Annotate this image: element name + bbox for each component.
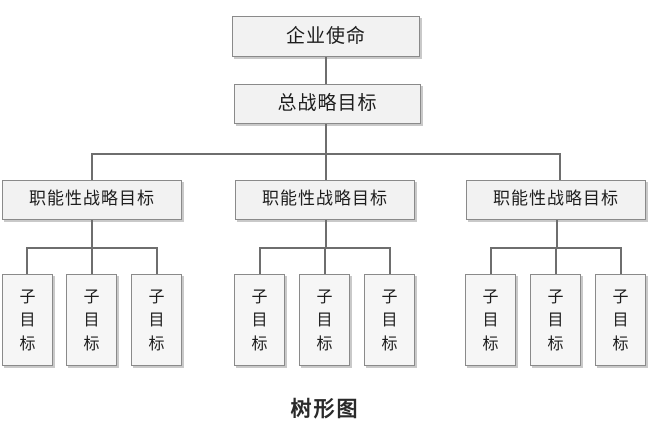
- connector-strategy-to-bus: [325, 124, 327, 154]
- connector-functional-3-to-bus: [556, 220, 558, 248]
- connector-bus3-to-leaf-1: [490, 247, 492, 275]
- connector-functional-1-to-bus: [91, 220, 93, 248]
- connector-functional-2-to-bus: [325, 220, 327, 248]
- node-subgoal-1-2-label: 子目标: [83, 287, 100, 353]
- connector-bus-to-functional-1: [91, 153, 93, 181]
- connector-bus2-to-leaf-1: [259, 247, 261, 275]
- node-subgoal-2-1[interactable]: 子目标: [234, 274, 285, 366]
- connector-bus-to-functional-2: [325, 153, 327, 181]
- node-subgoal-2-3[interactable]: 子目标: [364, 274, 415, 366]
- node-functional-3-label: 职能性战略目标: [493, 189, 619, 210]
- connector-bus1-to-leaf-1: [26, 247, 28, 275]
- node-subgoal-1-3-label: 子目标: [148, 287, 165, 353]
- node-functional-2[interactable]: 职能性战略目标: [235, 180, 415, 220]
- node-root[interactable]: 企业使命: [232, 16, 420, 57]
- node-subgoal-3-3-label: 子目标: [612, 287, 629, 353]
- node-subgoal-1-2[interactable]: 子目标: [66, 274, 117, 366]
- connector-bus1-to-leaf-3: [156, 247, 158, 275]
- node-subgoal-3-1-label: 子目标: [482, 287, 499, 353]
- node-subgoal-3-2[interactable]: 子目标: [530, 274, 581, 366]
- node-functional-1-label: 职能性战略目标: [29, 189, 155, 210]
- node-overall-strategy-label: 总战略目标: [277, 92, 378, 115]
- connector-bus-to-functional-3: [559, 153, 561, 181]
- node-root-label: 企业使命: [285, 24, 366, 47]
- connector-bus2-to-leaf-2: [324, 247, 326, 275]
- node-subgoal-1-1-label: 子目标: [19, 287, 36, 353]
- node-overall-strategy[interactable]: 总战略目标: [234, 84, 421, 124]
- connector-bus1-to-leaf-2: [91, 247, 93, 275]
- node-subgoal-2-1-label: 子目标: [251, 287, 268, 353]
- node-subgoal-2-3-label: 子目标: [381, 287, 398, 353]
- node-subgoal-2-2-label: 子目标: [316, 287, 333, 353]
- node-subgoal-3-3[interactable]: 子目标: [595, 274, 646, 366]
- connector-root-to-strategy: [325, 57, 327, 84]
- node-subgoal-3-2-label: 子目标: [547, 287, 564, 353]
- node-subgoal-1-3[interactable]: 子目标: [131, 274, 182, 366]
- connector-bus3-to-leaf-3: [620, 247, 622, 275]
- node-subgoal-2-2[interactable]: 子目标: [299, 274, 350, 366]
- node-functional-3[interactable]: 职能性战略目标: [466, 180, 646, 220]
- node-functional-1[interactable]: 职能性战略目标: [2, 180, 182, 220]
- node-subgoal-1-1[interactable]: 子目标: [2, 274, 53, 366]
- connector-bus3-to-leaf-2: [555, 247, 557, 275]
- diagram-caption: 树形图: [290, 397, 360, 421]
- node-functional-2-label: 职能性战略目标: [262, 189, 388, 210]
- node-subgoal-3-1[interactable]: 子目标: [465, 274, 516, 366]
- connector-bus2-to-leaf-3: [389, 247, 391, 275]
